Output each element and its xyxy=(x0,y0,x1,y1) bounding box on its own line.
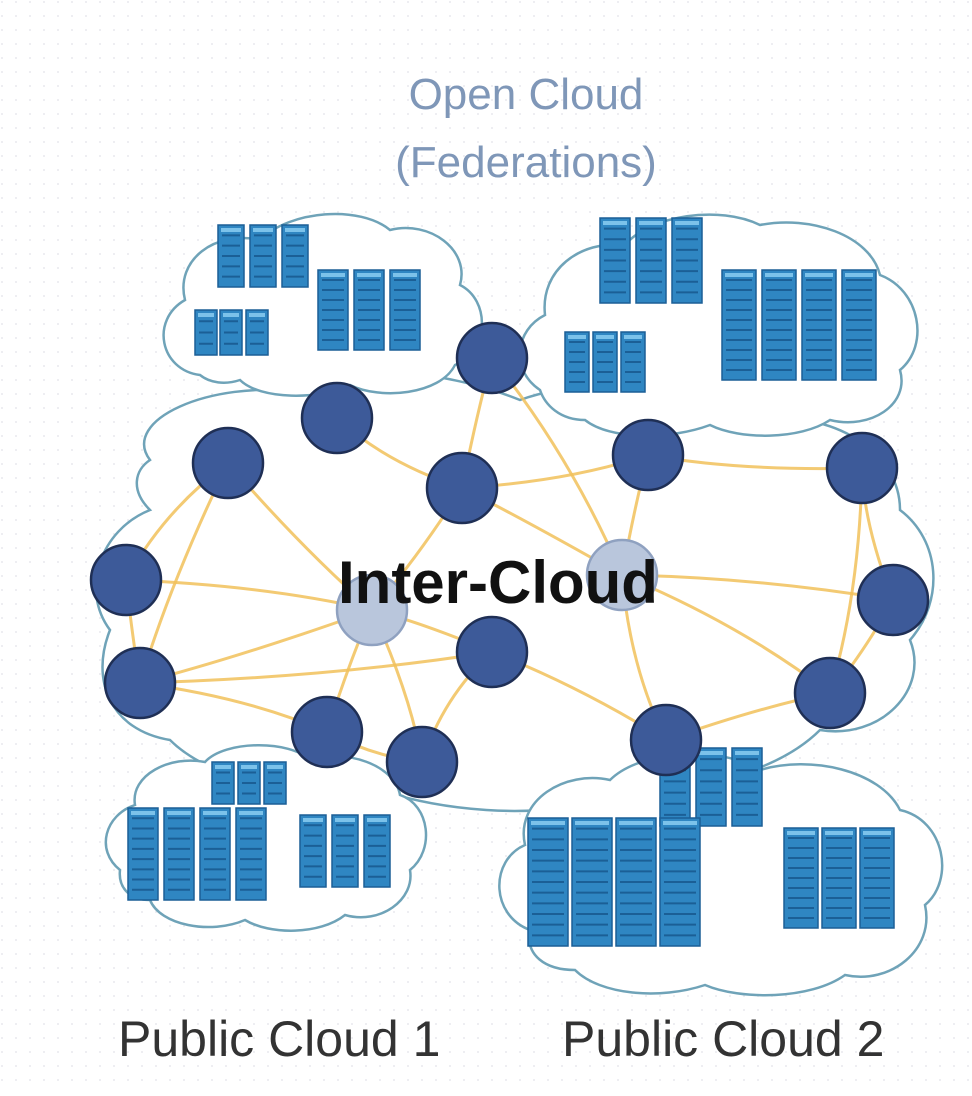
server-rack-icon xyxy=(564,331,590,393)
network-node-icon xyxy=(425,451,499,525)
server-rack-icon xyxy=(731,747,763,827)
server-rack-icon xyxy=(783,827,819,929)
server-rack-icon xyxy=(163,807,195,901)
server-rack-icon xyxy=(671,217,703,304)
server-rack-icon xyxy=(859,827,895,929)
server-rack-icon xyxy=(599,217,631,304)
network-node-icon xyxy=(385,725,459,799)
public-cloud-1-label: Public Cloud 1 xyxy=(118,1011,441,1067)
server-rack-icon xyxy=(801,269,837,381)
server-rack-icon xyxy=(695,747,727,827)
inter-cloud-label: Inter-Cloud xyxy=(338,549,658,616)
network-node-icon xyxy=(191,426,265,500)
title-line-1: Open Cloud xyxy=(408,70,644,119)
network-node-icon xyxy=(856,563,930,637)
server-rack-icon xyxy=(199,807,231,901)
server-rack-icon xyxy=(615,817,657,947)
server-rack-icon xyxy=(592,331,618,393)
network-node-icon xyxy=(455,615,529,689)
network-node-icon xyxy=(89,543,163,617)
network-node-icon xyxy=(300,381,374,455)
server-rack-icon xyxy=(263,761,287,805)
network-node-icon xyxy=(335,573,409,647)
server-rack-icon xyxy=(127,807,159,901)
network-node-icon xyxy=(585,538,659,612)
server-rack-icon xyxy=(353,269,385,351)
server-rack-icon xyxy=(635,217,667,304)
server-rack-icon xyxy=(363,814,391,888)
server-rack-icon xyxy=(331,814,359,888)
network-node-icon xyxy=(455,321,529,395)
public-cloud-2-label: Public Cloud 2 xyxy=(562,1011,885,1067)
server-rack-icon xyxy=(527,817,569,947)
server-rack-icon xyxy=(659,817,701,947)
network-node-icon xyxy=(290,695,364,769)
server-layer xyxy=(127,217,895,947)
network-node-icon xyxy=(611,418,685,492)
network-link xyxy=(139,650,493,685)
server-rack-icon xyxy=(761,269,797,381)
server-rack-icon xyxy=(237,761,261,805)
server-rack-icon xyxy=(194,309,218,356)
server-rack-icon xyxy=(317,269,349,351)
server-rack-icon xyxy=(249,224,277,288)
server-rack-icon xyxy=(235,807,267,901)
server-rack-icon xyxy=(281,224,309,288)
server-rack-icon xyxy=(245,309,269,356)
network-node-icon xyxy=(793,656,867,730)
server-rack-icon xyxy=(821,827,857,929)
node-layer xyxy=(89,321,930,799)
network-node-icon xyxy=(825,431,899,505)
server-rack-icon xyxy=(211,761,235,805)
server-rack-icon xyxy=(217,224,245,288)
server-rack-icon xyxy=(389,269,421,351)
server-rack-icon xyxy=(841,269,877,381)
server-rack-icon xyxy=(571,817,613,947)
server-rack-icon xyxy=(219,309,243,356)
server-rack-icon xyxy=(299,814,327,888)
network-node-icon xyxy=(629,703,703,777)
server-rack-icon xyxy=(721,269,757,381)
title-line-2: (Federations) xyxy=(395,138,657,187)
server-rack-icon xyxy=(620,331,646,393)
network-node-icon xyxy=(103,646,177,720)
